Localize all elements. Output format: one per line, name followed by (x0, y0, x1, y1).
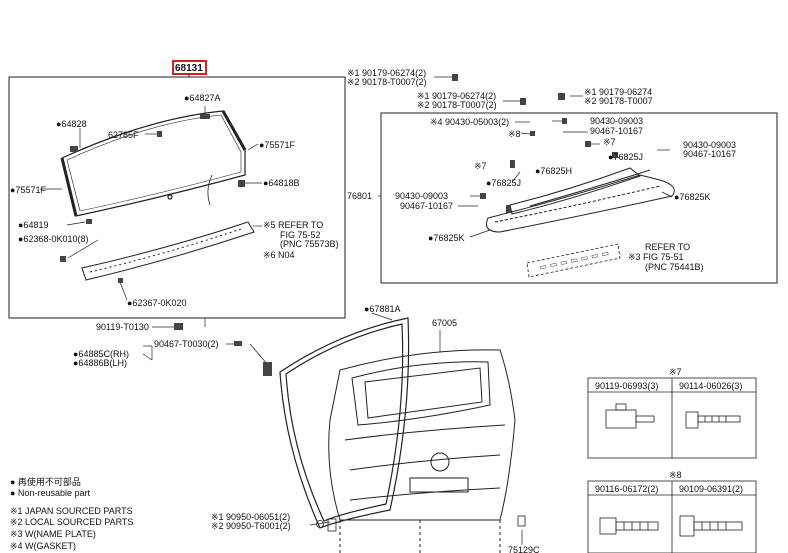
label-75571f-left[interactable]: ●75571F (10, 185, 46, 195)
label-67005[interactable]: 67005 (432, 318, 457, 328)
label-90467-10167-b[interactable]: 90467-10167 (683, 149, 736, 159)
label-76825k-right[interactable]: ●76825K (674, 192, 710, 202)
label-90467-10167-a[interactable]: 90467-10167 (590, 126, 643, 136)
fastener-table-8: ※8 90116-06172(2) 90109-06391(2) (587, 470, 757, 553)
label-76825j-left[interactable]: ●76825J (486, 178, 521, 188)
label-62785f[interactable]: 62785F (108, 130, 139, 140)
label-64828[interactable]: ●64828 (56, 119, 86, 129)
svg-text:▭▭▭▭▭▭▭: ▭▭▭▭▭▭▭ (539, 248, 613, 272)
label-76825k-left[interactable]: ●76825K (428, 233, 464, 243)
legend-line-4: ※2 LOCAL SOURCED PARTS (10, 517, 133, 527)
label-76825h[interactable]: ●76825H (535, 166, 572, 176)
glass-spoiler-molding (81, 221, 255, 281)
legend-line-5: ※3 W(NAME PLATE) (10, 529, 96, 539)
label-90430-09003-b[interactable]: 90430-09003 (683, 140, 736, 150)
rear-spoiler (486, 167, 675, 233)
label-90467-10167-c[interactable]: 90467-10167 (400, 201, 453, 211)
name-plate: ▭▭▭▭▭▭▭ (526, 243, 621, 278)
label-90430-09003-c[interactable]: 90430-09003 (395, 191, 448, 201)
label-refer-75-52-line2[interactable]: FIG 75-52 (280, 230, 321, 240)
legend-line-6: ※4 W(GASKET) (10, 541, 76, 551)
label-s4-90430-05003[interactable]: ※4 90430-05003(2) (430, 117, 509, 127)
back-glass (60, 110, 247, 217)
label-64818b[interactable]: ●64818B (263, 178, 299, 188)
spoiler-group-frame (380, 112, 778, 284)
label-s8: ※8 (508, 129, 521, 139)
label-76801[interactable]: 76801 (347, 191, 372, 201)
label-s7-b: ※7 (474, 161, 487, 171)
label-64886b[interactable]: ●64886B(LH) (73, 358, 127, 368)
legend-line-1: ● 再使用不可部品 (10, 476, 81, 487)
label-90430-09003-a[interactable]: 90430-09003 (590, 116, 643, 126)
label-s2-90178-a[interactable]: ※2 90178-T0007(2) (347, 77, 427, 87)
label-90467-t0030[interactable]: 90467-T0030(2) (154, 339, 219, 349)
table7-mark: ※7 (669, 367, 682, 377)
weatherstrip (279, 317, 410, 529)
main-part-number[interactable]: 68131 (175, 63, 203, 74)
label-90950-06051[interactable]: ※1 90950-06051(2) (211, 512, 290, 522)
label-62367[interactable]: ●62367-0K020 (127, 298, 186, 308)
label-67881a[interactable]: ●67881A (364, 304, 400, 314)
table7-col2[interactable]: 90114-06026(3) (679, 381, 742, 391)
label-64885c[interactable]: ●64885C(RH) (73, 349, 129, 359)
label-90119[interactable]: 90119-T0130 (96, 322, 149, 332)
table8-mark: ※8 (669, 470, 682, 480)
label-90950-t6001[interactable]: ※2 90950-T6001(2) (211, 521, 291, 531)
label-62368[interactable]: ●62368-0K010(8) (18, 234, 88, 244)
table7-col1[interactable]: 90119-06993(3) (595, 381, 658, 391)
label-s2-90178-c[interactable]: ※2 90178-T0007 (584, 96, 653, 106)
label-refer-75-52-line1: ※5 REFER TO (263, 220, 323, 230)
label-75129c[interactable]: 75129C (508, 545, 540, 553)
label-s7-a: ※7 (603, 137, 616, 147)
table8-col2[interactable]: 90109-06391(2) (679, 484, 743, 494)
label-s2-90178-b[interactable]: ※2 90178-T0007(2) (417, 100, 497, 110)
label-64819[interactable]: ●64819 (18, 220, 48, 230)
label-s1-90179-b[interactable]: ※1 90179-06274(2) (417, 91, 496, 101)
label-refer-75-51-line3: (PNC 75441B) (645, 262, 704, 272)
label-refer-75-52-line3: (PNC 75573B) (280, 239, 339, 249)
legend: ● 再使用不可部品 ● Non-reusable part ※1 JAPAN S… (10, 476, 133, 551)
label-s1-90179-a[interactable]: ※1 90179-06274(2) (347, 68, 426, 78)
table8-col1[interactable]: 90116-06172(2) (595, 484, 658, 494)
legend-line-2: ● Non-reusable part (10, 488, 90, 498)
label-64827a[interactable]: ●64827A (184, 93, 220, 103)
glass-group-frame (8, 76, 346, 319)
legend-line-3: ※1 JAPAN SOURCED PARTS (10, 506, 133, 516)
label-s1-90179-c[interactable]: ※1 90179-06274 (584, 87, 652, 97)
label-refer-75-51-line2[interactable]: ※3 FIG 75-51 (628, 252, 684, 262)
back-door-panel (328, 349, 516, 553)
label-n04: ※6 N04 (263, 250, 295, 260)
label-refer-75-51-line1: REFER TO (645, 242, 690, 252)
fastener-table-7: ※7 90119-06993(3) 90114-06026(3) (587, 367, 757, 459)
label-76825j-right[interactable]: ●76825J (608, 152, 643, 162)
label-75571f-right[interactable]: ●75571F (259, 140, 295, 150)
